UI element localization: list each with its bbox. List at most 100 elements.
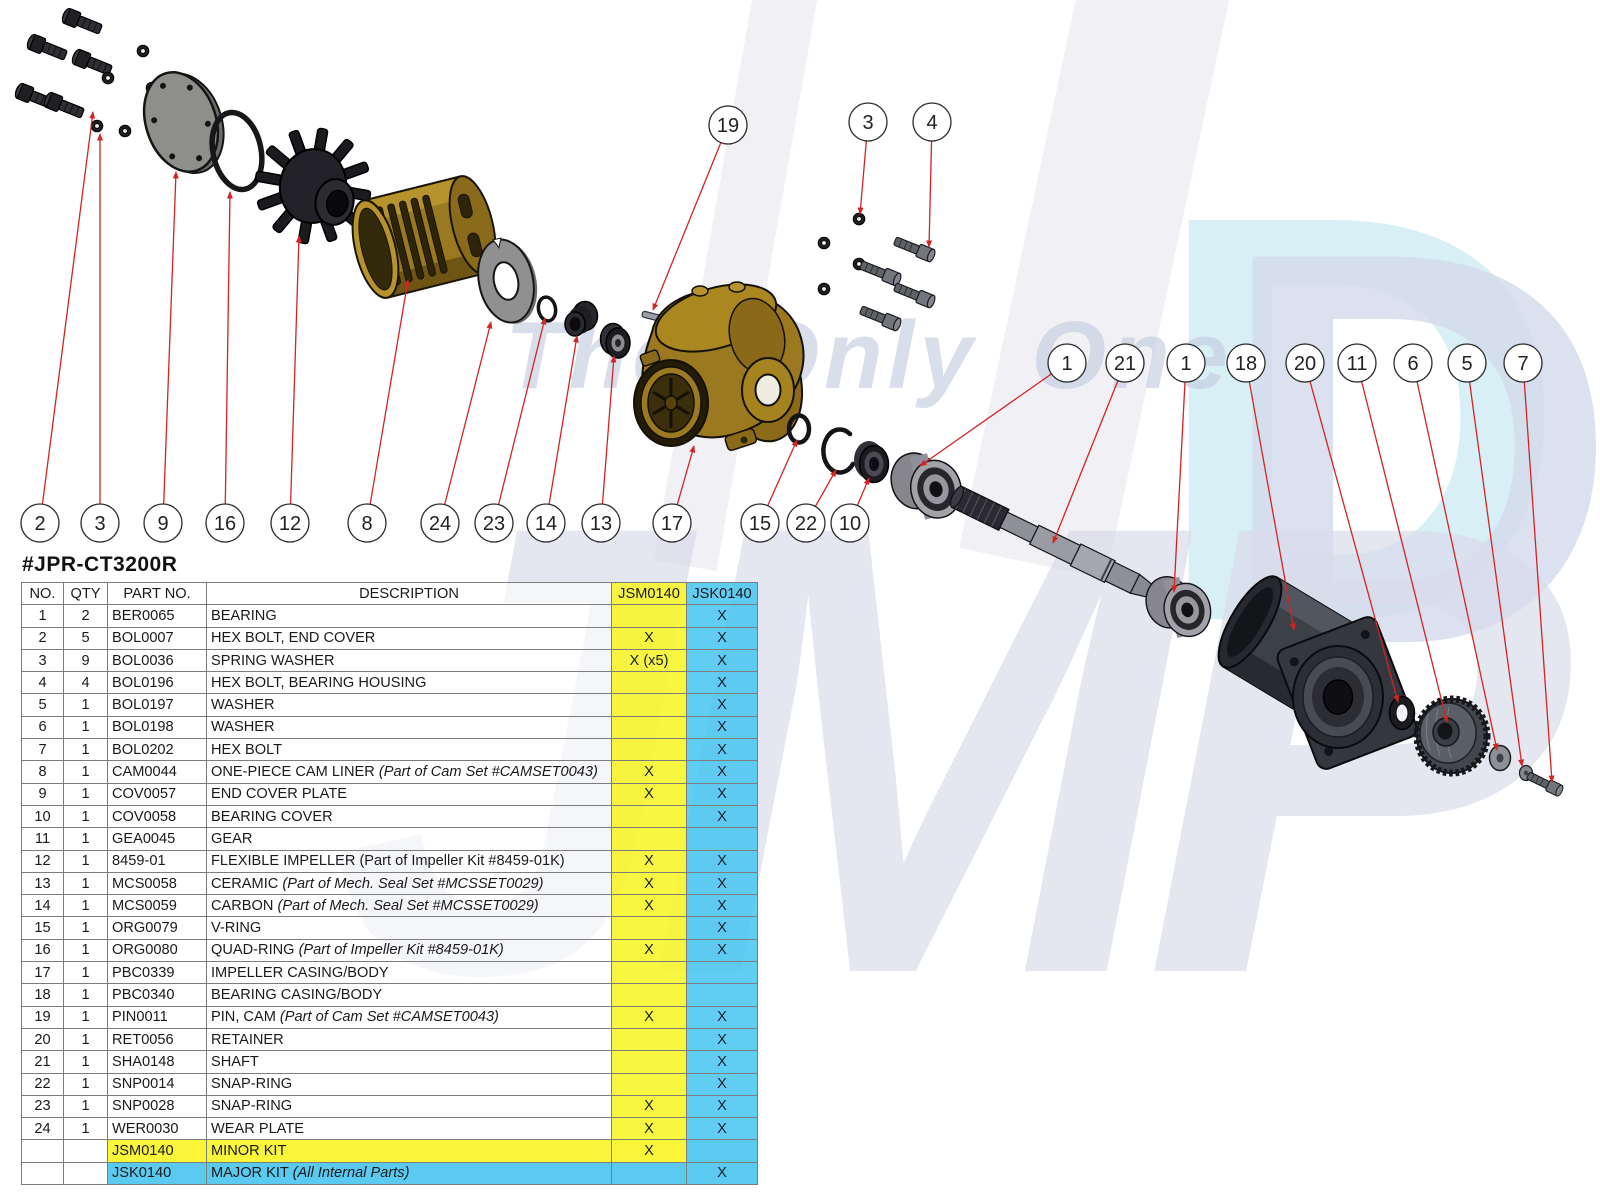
cell-jsm0140: X (x5) bbox=[611, 648, 687, 673]
cell-no: 14 bbox=[21, 894, 64, 918]
end-cover-plate-illustration bbox=[142, 71, 225, 175]
cell-description: SPRING WASHER bbox=[206, 648, 612, 673]
snap-ring-small-illustration bbox=[536, 295, 558, 323]
table-header-row: NO. QTY PART NO. DESCRIPTION JSM0140 JSK… bbox=[21, 581, 758, 606]
cell-description: GEAR bbox=[206, 827, 612, 851]
cell-description: SNAP-RING bbox=[206, 1072, 612, 1096]
svg-text:18: 18 bbox=[1235, 353, 1257, 375]
leader-line bbox=[1522, 362, 1555, 783]
spring-washers-right-illustration bbox=[817, 212, 866, 296]
cell-part-no: BOL0197 bbox=[107, 693, 207, 717]
cell-part-no: JSM0140 bbox=[107, 1139, 207, 1163]
svg-text:22: 22 bbox=[795, 513, 817, 535]
cell-part-no: SHA0148 bbox=[107, 1050, 207, 1074]
cell-qty: 1 bbox=[63, 782, 108, 806]
svg-text:10: 10 bbox=[839, 513, 861, 535]
leader-line bbox=[600, 355, 617, 524]
cell-jsk0140: X bbox=[686, 738, 758, 762]
cell-jsk0140: X bbox=[686, 760, 758, 784]
cell-no: 17 bbox=[21, 961, 64, 985]
cell-qty: 2 bbox=[63, 604, 108, 628]
cell-jsm0140: X bbox=[611, 1005, 687, 1029]
callout-balloon-19: 19 bbox=[708, 105, 748, 145]
leader-line bbox=[1245, 362, 1296, 631]
leader-line bbox=[1052, 362, 1126, 544]
cell-description: WEAR PLATE bbox=[206, 1117, 612, 1141]
cell-part-no: MCS0059 bbox=[107, 894, 207, 918]
cell-jsk0140 bbox=[686, 1139, 758, 1163]
cell-description: SHAFT bbox=[206, 1050, 612, 1074]
retainer-illustration bbox=[1385, 693, 1416, 731]
cell-part-no: BER0065 bbox=[107, 604, 207, 628]
svg-text:6: 6 bbox=[1407, 353, 1418, 375]
cell-jsm0140: X bbox=[611, 1139, 687, 1163]
parts-table: NO. QTY PART NO. DESCRIPTION JSM0140 JSK… bbox=[21, 581, 758, 1186]
svg-text:4: 4 bbox=[926, 112, 937, 134]
callout-balloon-20: 20 bbox=[1285, 343, 1325, 383]
cell-jsk0140: X bbox=[686, 604, 758, 628]
cell-jsk0140 bbox=[686, 961, 758, 985]
cell-jsm0140: X bbox=[611, 938, 687, 963]
bearing-cover-illustration bbox=[854, 441, 890, 484]
cell-qty: 1 bbox=[63, 849, 108, 873]
svg-text:7: 7 bbox=[1517, 353, 1528, 375]
cell-jsm0140: X bbox=[611, 626, 687, 650]
cell-no: 15 bbox=[21, 916, 64, 940]
cell-part-no: BOL0196 bbox=[107, 671, 207, 695]
cell-part-no: BOL0007 bbox=[107, 626, 207, 650]
callout-balloon-15: 15 bbox=[740, 503, 780, 543]
cell-description: WASHER bbox=[206, 715, 612, 740]
cell-no: 3 bbox=[21, 648, 64, 673]
leader-line bbox=[1171, 362, 1187, 593]
callout-balloon-8: 8 bbox=[347, 503, 387, 543]
svg-text:3: 3 bbox=[862, 112, 873, 134]
parts-list-panel: #JPR-CT3200R NO. QTY PART NO. DESCRIPTIO… bbox=[21, 553, 758, 1186]
cell-description: V-RING bbox=[206, 916, 612, 940]
header-jsk0140: JSK0140 bbox=[686, 581, 758, 606]
quad-ring-illustration bbox=[209, 109, 265, 193]
svg-text:16: 16 bbox=[214, 513, 236, 535]
cell-no: 21 bbox=[21, 1050, 64, 1074]
cell-part-no: GEA0045 bbox=[107, 827, 207, 851]
leader-line bbox=[162, 171, 179, 524]
leader-line bbox=[39, 111, 96, 524]
cell-no: 12 bbox=[21, 849, 64, 873]
cell-description: HEX BOLT, BEARING HOUSING bbox=[206, 671, 612, 695]
svg-text:2: 2 bbox=[34, 513, 45, 535]
leader-line bbox=[652, 124, 729, 311]
bearing-illustration bbox=[890, 452, 963, 520]
cell-part-no: ORG0079 bbox=[107, 916, 207, 940]
cell-part-no: COV0058 bbox=[107, 804, 207, 829]
svg-text:14: 14 bbox=[535, 513, 557, 535]
cam-liner-illustration bbox=[351, 175, 497, 299]
leader-line bbox=[545, 335, 579, 524]
callout-balloon-16: 16 bbox=[205, 503, 245, 543]
cell-no: 6 bbox=[21, 715, 64, 740]
cell-qty: 5 bbox=[63, 626, 108, 650]
cell-description: BEARING bbox=[206, 604, 612, 628]
cell-description: IMPELLER CASING/BODY bbox=[206, 961, 612, 985]
shaft-illustration bbox=[949, 485, 1173, 606]
callout-balloon-6: 6 bbox=[1393, 343, 1433, 383]
leader-line bbox=[439, 321, 493, 524]
cell-jsm0140 bbox=[611, 827, 687, 851]
svg-text:24: 24 bbox=[429, 513, 451, 535]
cell-no: 18 bbox=[21, 983, 64, 1007]
callout-balloon-1: 1 bbox=[1047, 343, 1087, 383]
cell-jsk0140: X bbox=[686, 671, 758, 695]
cell-description: ONE-PIECE CAM LINER (Part of Cam Set #CA… bbox=[206, 760, 612, 784]
cell-part-no: JSK0140 bbox=[107, 1161, 207, 1186]
callout-balloon-4: 4 bbox=[912, 102, 952, 142]
callout-balloon-12: 12 bbox=[270, 503, 310, 543]
bearing-illustration bbox=[1145, 576, 1212, 639]
cell-jsm0140: X bbox=[611, 1094, 687, 1119]
cell-jsk0140: X bbox=[686, 804, 758, 829]
callout-balloon-9: 9 bbox=[143, 503, 183, 543]
cell-jsk0140: X bbox=[686, 1005, 758, 1029]
